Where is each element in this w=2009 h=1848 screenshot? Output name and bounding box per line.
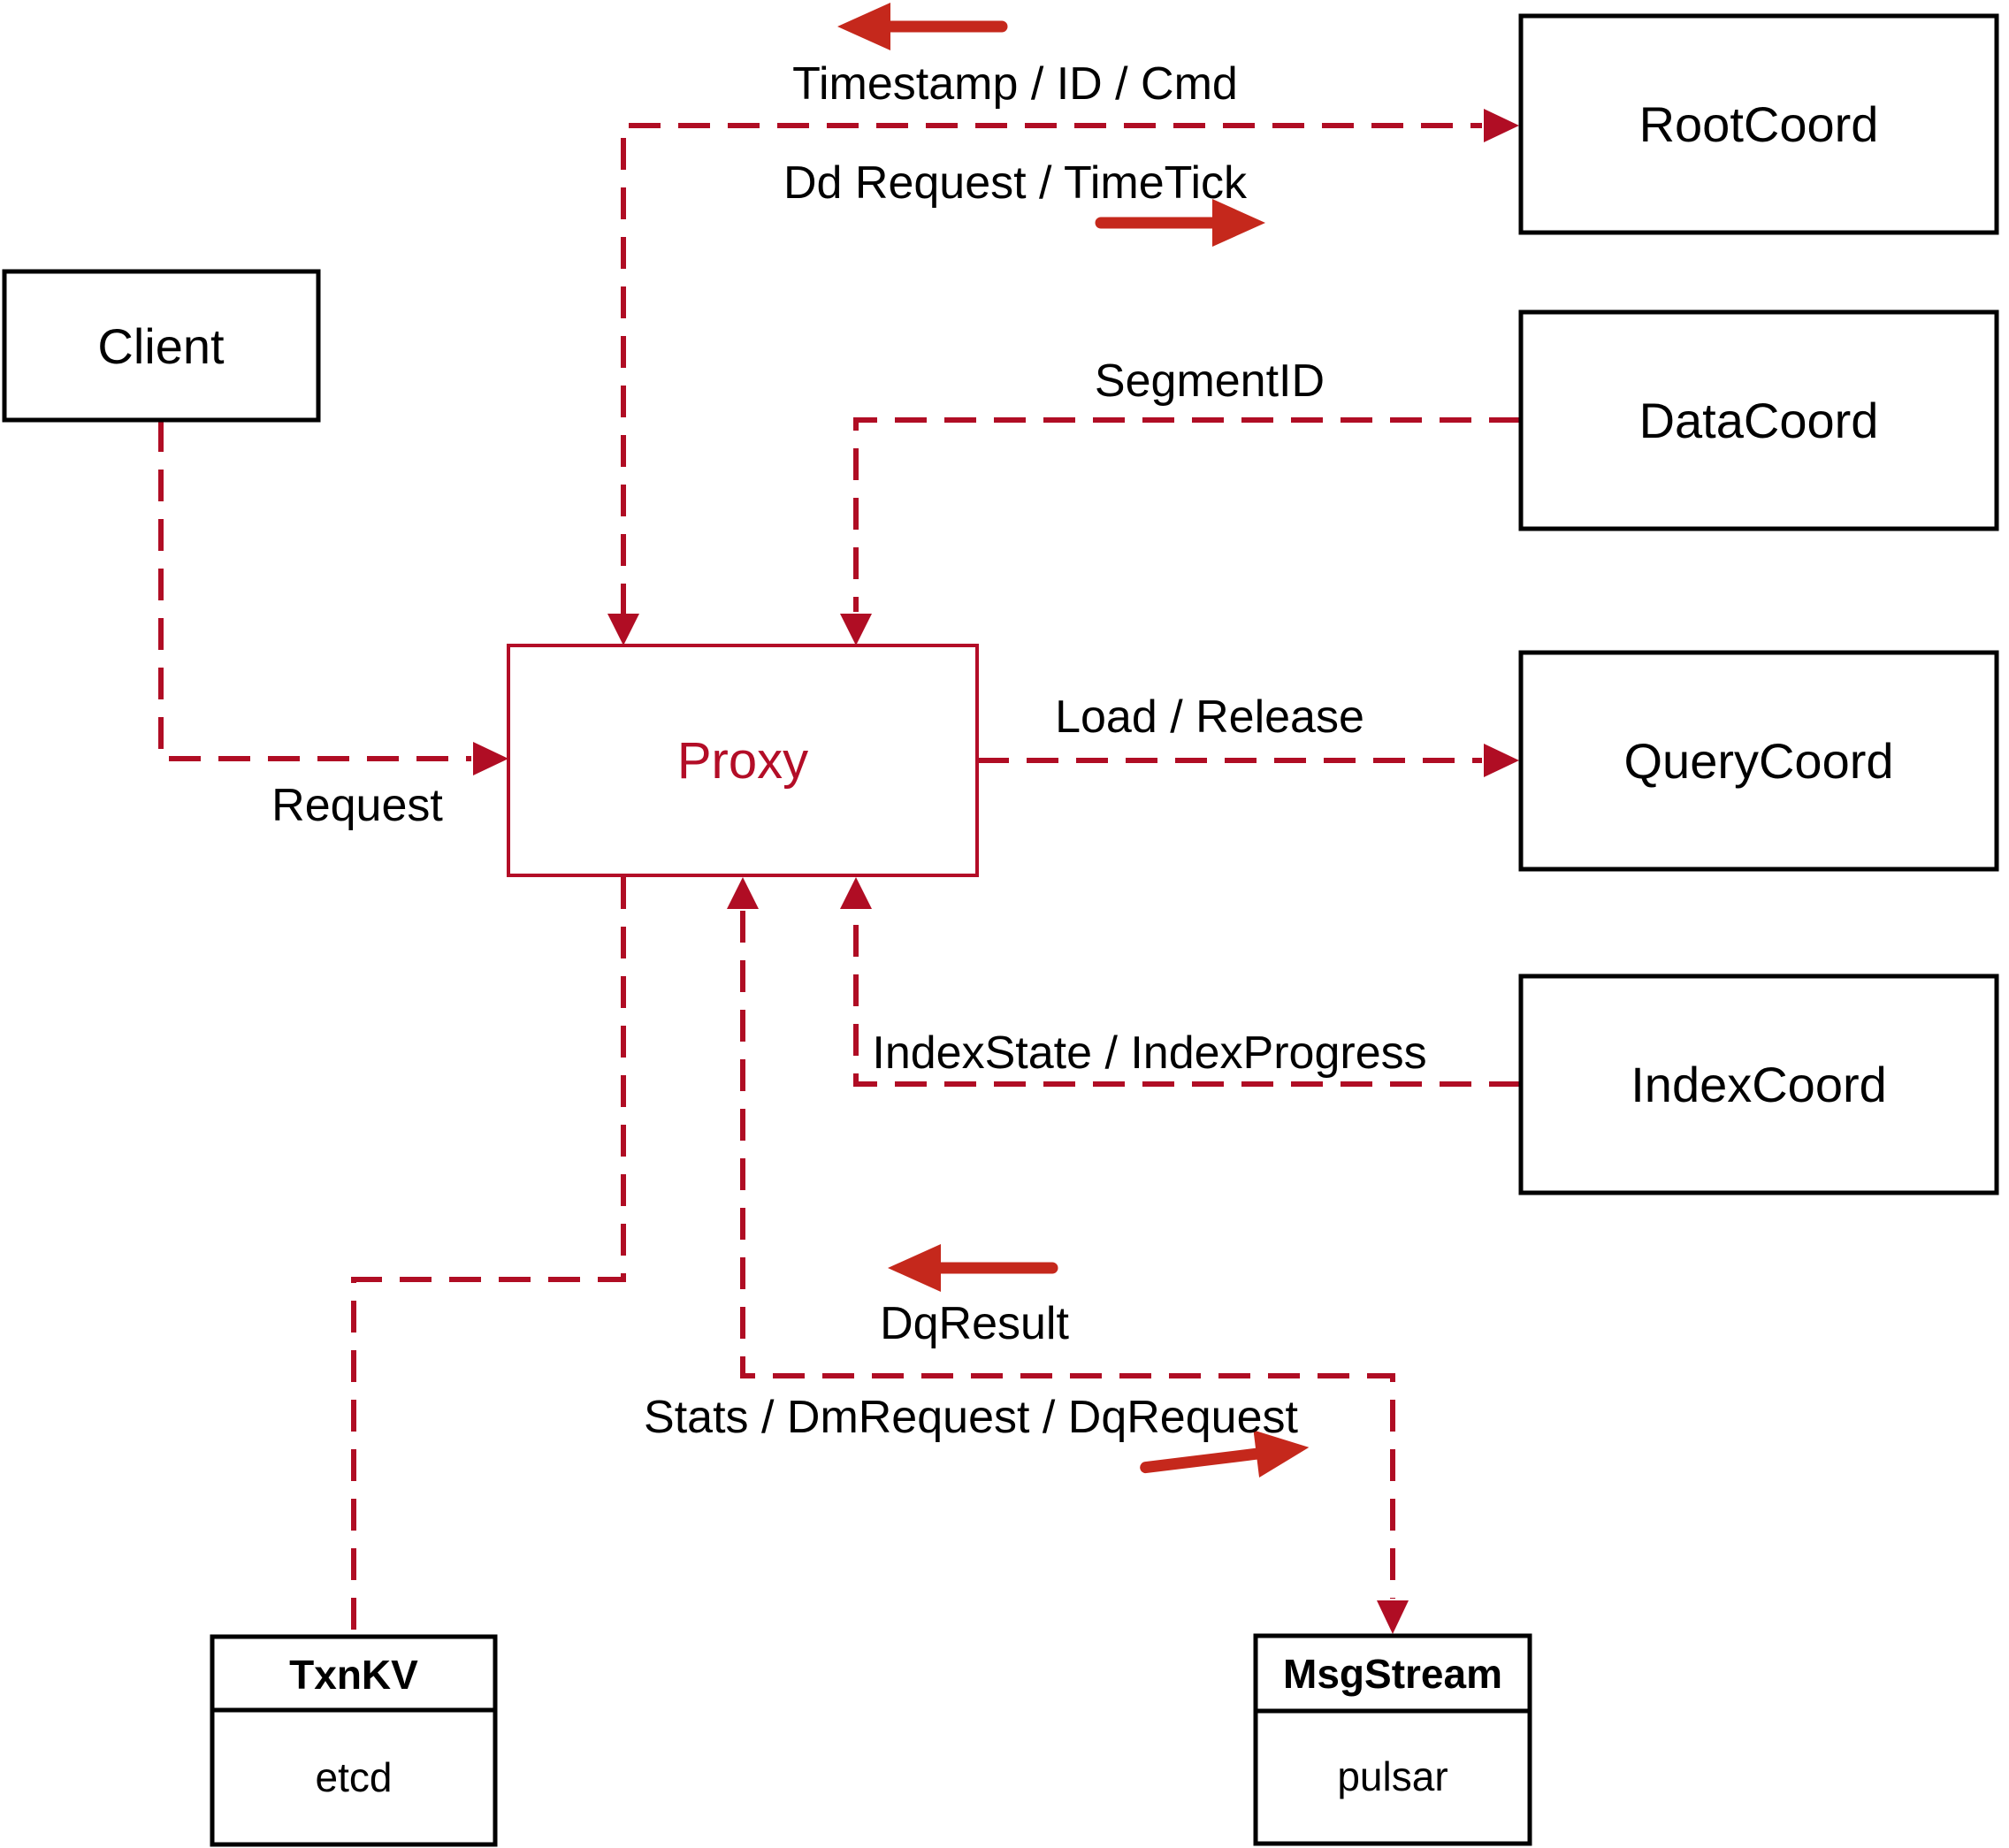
edge-label-dd-request-timetick: Dd Request / TimeTick xyxy=(783,157,1248,209)
direction-arrow-right-dd-request xyxy=(1095,199,1265,247)
datacoord-label: DataCoord xyxy=(1639,393,1879,448)
edge-indexcoord-to-proxy xyxy=(853,911,1521,1087)
indexcoord-label: IndexCoord xyxy=(1631,1057,1887,1112)
arrowhead-into-querycoord xyxy=(1484,744,1519,777)
txnkv-title: TxnKV xyxy=(289,1652,418,1698)
arrowhead-into-proxy-left xyxy=(473,742,508,775)
edge-label-stats-dmrequest-dqrequest: Stats / DmRequest / DqRequest xyxy=(644,1392,1298,1443)
indexcoord-node: IndexCoord xyxy=(1518,974,1999,1195)
edge-label-dqresult: DqResult xyxy=(880,1298,1069,1349)
arrowhead-into-proxy-top-left xyxy=(607,614,639,645)
direction-arrow-right-stats xyxy=(1140,1430,1310,1478)
msgstream-node: MsgStream pulsar xyxy=(1253,1633,1532,1846)
edge-datacoord-to-proxy xyxy=(853,417,1521,612)
edge-label-segment-id: SegmentID xyxy=(1095,355,1325,407)
arrowhead-into-proxy-bottom-left xyxy=(727,877,759,909)
rootcoord-node: RootCoord xyxy=(1518,13,1999,235)
txnkv-impl-label: etcd xyxy=(316,1754,393,1800)
arrowhead-into-proxy-top-right xyxy=(840,614,872,645)
edge-proxy-to-msgstream xyxy=(740,911,1395,1599)
direction-arrow-left-dqresult xyxy=(888,1244,1058,1292)
client-label: Client xyxy=(97,318,225,374)
proxy-label: Proxy xyxy=(677,732,808,790)
edge-proxy-to-txnkv xyxy=(351,877,626,1635)
arrowhead-into-msgstream xyxy=(1377,1600,1409,1634)
arrowhead-into-proxy-bottom-right xyxy=(840,877,872,909)
client-node: Client xyxy=(2,269,321,423)
datacoord-node: DataCoord xyxy=(1518,309,1999,531)
edge-label-request: Request xyxy=(271,780,443,831)
edge-proxy-to-rootcoord xyxy=(621,123,1482,615)
edge-label-index-state-progress: IndexState / IndexProgress xyxy=(872,1027,1426,1079)
direction-arrow-left-timestamp xyxy=(837,3,1008,50)
edge-client-to-proxy xyxy=(158,420,471,761)
querycoord-node: QueryCoord xyxy=(1518,650,1999,872)
rootcoord-label: RootCoord xyxy=(1639,96,1879,152)
edge-label-load-release: Load / Release xyxy=(1055,691,1364,743)
edge-label-timestamp-id-cmd: Timestamp / ID / Cmd xyxy=(792,58,1238,110)
proxy-node: Proxy xyxy=(507,644,979,877)
txnkv-node: TxnKV etcd xyxy=(210,1634,498,1847)
msgstream-title: MsgStream xyxy=(1283,1651,1502,1697)
msgstream-impl-label: pulsar xyxy=(1337,1753,1448,1799)
arrowhead-into-rootcoord xyxy=(1484,109,1519,142)
querycoord-label: QueryCoord xyxy=(1623,733,1893,789)
